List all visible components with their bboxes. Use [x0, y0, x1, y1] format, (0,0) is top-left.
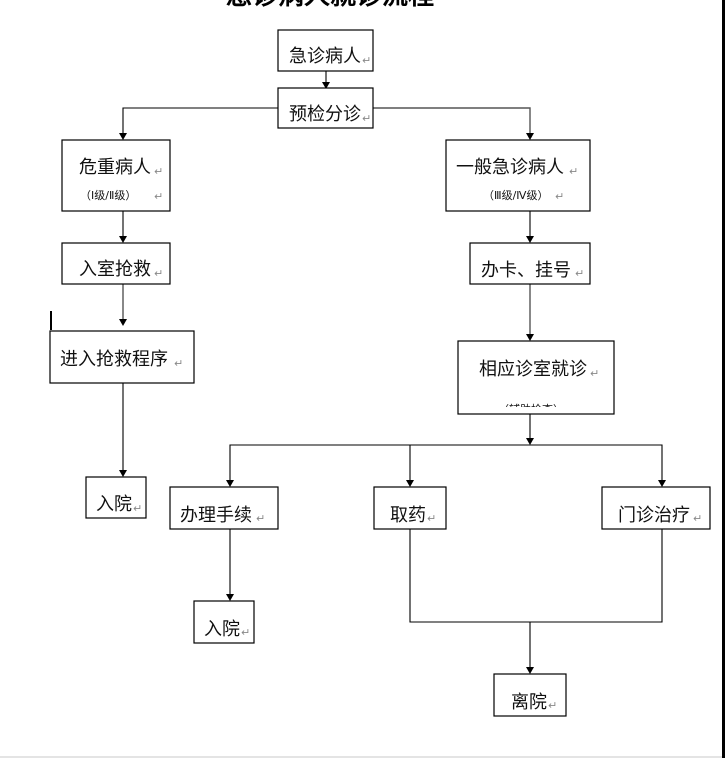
- node-resus-procedure: 进入抢救程序 ↵: [49, 330, 195, 384]
- paragraph-mark-icon: ↵: [427, 512, 436, 525]
- arrowhead: [526, 438, 534, 445]
- node-label: 取药: [390, 505, 426, 526]
- node-discharge: 离院 ↵: [493, 673, 567, 717]
- node-outpatient-treatment: 门诊治疗 ↵: [601, 486, 711, 530]
- arrowhead: [119, 319, 127, 326]
- node-label: 门诊治疗: [618, 505, 690, 526]
- node-clinic-visit: 相应诊室就诊 ↵ （辅助检查）: [457, 340, 615, 416]
- document-title: 急诊病人就诊流程: [226, 0, 434, 11]
- node-get-medicine: 取药 ↵: [373, 486, 447, 530]
- node-admit-bottom: 入院 ↵: [193, 600, 255, 644]
- connectors: [50, 71, 666, 674]
- arrowhead: [526, 133, 534, 140]
- arrowhead: [119, 470, 127, 477]
- edge-merge-to-discharge: [409, 529, 663, 623]
- node-label: 危重病人: [79, 157, 151, 178]
- paragraph-mark-icon: ↵: [555, 190, 564, 203]
- node-enter-resus-room: 入室抢救 ↵: [61, 242, 171, 285]
- paragraph-mark-icon: ↵: [590, 367, 599, 380]
- arrowhead: [226, 480, 234, 487]
- arrowhead: [226, 594, 234, 601]
- arrowhead: [658, 480, 666, 487]
- paragraph-mark-icon: ↵: [569, 165, 578, 178]
- node-admission-procedures: 办理手续 ↵: [169, 486, 279, 530]
- node-triage: 预检分诊 ↵: [277, 87, 374, 129]
- node-label: 入院: [96, 494, 132, 515]
- paragraph-mark-icon: ↵: [174, 357, 183, 370]
- paragraph-mark-icon: ↵: [362, 54, 371, 67]
- node-admit-left: 入院 ↵: [85, 476, 147, 519]
- node-label: 办理手续: [180, 505, 252, 526]
- arrowhead: [119, 133, 127, 140]
- node-general-patient: 一般急诊病人 ↵ （Ⅲ级/Ⅳ级） ↵: [445, 139, 591, 212]
- node-sublabel: （辅助检查）: [498, 402, 564, 416]
- node-label: 一般急诊病人: [456, 157, 564, 178]
- node-register: 办卡、挂号 ↵: [469, 242, 591, 285]
- node-label: 入室抢救: [79, 259, 151, 280]
- edge-clinic-branch-bar: [229, 444, 663, 481]
- paragraph-mark-icon: ↵: [362, 112, 371, 125]
- paragraph-mark-icon: ↵: [154, 165, 163, 178]
- arrowhead: [119, 236, 127, 243]
- node-label: 预检分诊: [289, 104, 361, 125]
- node-sublabel: （Ⅰ级/Ⅱ级）: [80, 189, 136, 202]
- arrowhead: [526, 236, 534, 243]
- node-label: 入院: [204, 619, 240, 640]
- paragraph-mark-icon: ↵: [256, 512, 265, 525]
- node-label: 相应诊室就诊: [479, 359, 587, 380]
- node-label: 离院: [511, 692, 547, 713]
- paragraph-mark-icon: ↵: [693, 512, 702, 525]
- arrowhead: [322, 82, 330, 89]
- arrowhead: [406, 480, 414, 487]
- paragraph-mark-icon: ↵: [154, 267, 163, 280]
- paragraph-mark-icon: ↵: [133, 502, 142, 515]
- node-emergency-patient: 急诊病人 ↵: [277, 29, 374, 72]
- paragraph-mark-icon: ↵: [154, 190, 163, 203]
- arrowhead: [526, 334, 534, 341]
- node-label: 办卡、挂号: [481, 260, 571, 281]
- arrowhead: [526, 667, 534, 674]
- node-critical-patient: 危重病人 ↵ （Ⅰ级/Ⅱ级） ↵: [61, 139, 171, 212]
- paragraph-mark-icon: ↵: [241, 626, 250, 639]
- paragraph-mark-icon: ↵: [548, 699, 557, 712]
- paragraph-mark-icon: ↵: [575, 267, 584, 280]
- edge-triage-to-critical: [122, 107, 278, 134]
- node-label: 进入抢救程序: [60, 349, 168, 370]
- node-label: 急诊病人: [289, 46, 361, 67]
- edge-triage-to-general: [373, 107, 531, 134]
- node-sublabel: （Ⅲ级/Ⅳ级）: [483, 189, 548, 202]
